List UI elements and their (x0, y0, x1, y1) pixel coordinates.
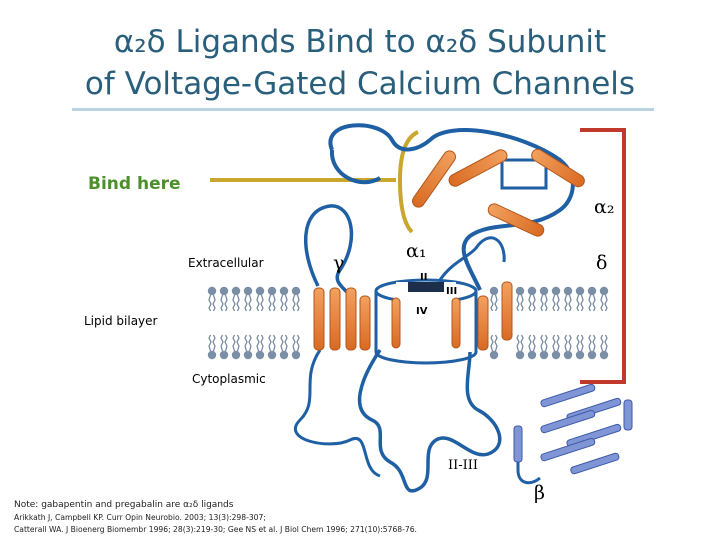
footnote-reference-2: Catterall WA. J Bioenerg Biomembr 1996; … (14, 525, 417, 534)
lipid-molecule (219, 334, 229, 360)
alpha2-delta-bracket (580, 128, 626, 384)
lipid-molecule (207, 334, 217, 360)
lipid-molecule (539, 334, 549, 360)
lipid-molecule (587, 286, 597, 312)
ii-iii-loop-label: II-III (448, 458, 479, 473)
lipid-molecule (291, 286, 301, 312)
lipid-molecule (243, 286, 253, 312)
alpha1-channel (359, 278, 489, 365)
beta-subunit (513, 383, 633, 485)
lipid-molecule (575, 334, 585, 360)
lipid-molecule (255, 334, 265, 360)
domain-iv-label: IV (416, 306, 428, 317)
lipid-molecule (527, 334, 537, 360)
lipid-molecule (291, 334, 301, 360)
ii-iii-loop-chain (293, 349, 381, 478)
lipid-molecule (563, 334, 573, 360)
footnote-note: Note: gabapentin and pregabalin are α₂δ … (14, 500, 234, 510)
lipid-molecule (551, 334, 561, 360)
gamma-label: γ (333, 252, 345, 274)
domain-iii-label: III (446, 286, 458, 297)
lipid-molecule (219, 286, 229, 312)
gamma-transmembrane-helix-2 (329, 287, 341, 351)
bind-here-label: Bind here (88, 174, 181, 194)
lipid-molecule (267, 286, 277, 312)
lipid-molecule (489, 334, 499, 360)
bind-here-pointer-bracket (397, 130, 419, 234)
gamma-transmembrane-helix-1 (313, 287, 325, 351)
lipid-molecule (515, 334, 525, 360)
alpha1-upper-chain (438, 236, 506, 281)
lipid-molecule (563, 286, 573, 312)
gamma-subunit-chain (303, 204, 354, 301)
alpha1-cytoplasmic-loops (357, 349, 502, 493)
alpha1-label: α₁ (406, 240, 427, 262)
lipid-molecule (539, 286, 549, 312)
lipid-molecule (575, 286, 585, 312)
lipid-molecule (599, 334, 609, 360)
title-underline (72, 108, 654, 111)
beta-label: β (534, 482, 545, 504)
delta-label: δ (596, 252, 608, 274)
cytoplasmic-label: Cytoplasmic (192, 372, 266, 386)
extracellular-label: Extracellular (188, 256, 264, 270)
lipid-bilayer-label: Lipid bilayer (84, 314, 158, 328)
lipid-molecule (551, 286, 561, 312)
slide-title-line-1: α₂δ Ligands Bind to α₂δ Subunit (113, 24, 607, 60)
lipid-molecule (599, 286, 609, 312)
lipid-molecule (587, 334, 597, 360)
lipid-molecule (207, 286, 217, 312)
slide-title-line-2: of Voltage-Gated Calcium Channels (84, 66, 636, 102)
alpha2-label: α₂ (594, 196, 615, 218)
gamma-transmembrane-helix-3 (345, 287, 357, 351)
lipid-molecule (279, 334, 289, 360)
lipid-molecule (515, 286, 525, 312)
lipid-molecule (231, 286, 241, 312)
footnote-reference-1: Arikkath J, Campbell KP. Curr Opin Neuro… (14, 513, 266, 522)
lipid-molecule (489, 286, 499, 312)
lipid-molecule (527, 286, 537, 312)
domain-ii-label: II (420, 272, 428, 283)
lipid-molecule (243, 334, 253, 360)
lipid-molecule (279, 286, 289, 312)
alpha2-subunit (328, 123, 585, 291)
lipid-molecule (255, 286, 265, 312)
lipid-molecule (267, 334, 277, 360)
delta-transmembrane-helix (501, 281, 513, 341)
lipid-molecule (231, 334, 241, 360)
